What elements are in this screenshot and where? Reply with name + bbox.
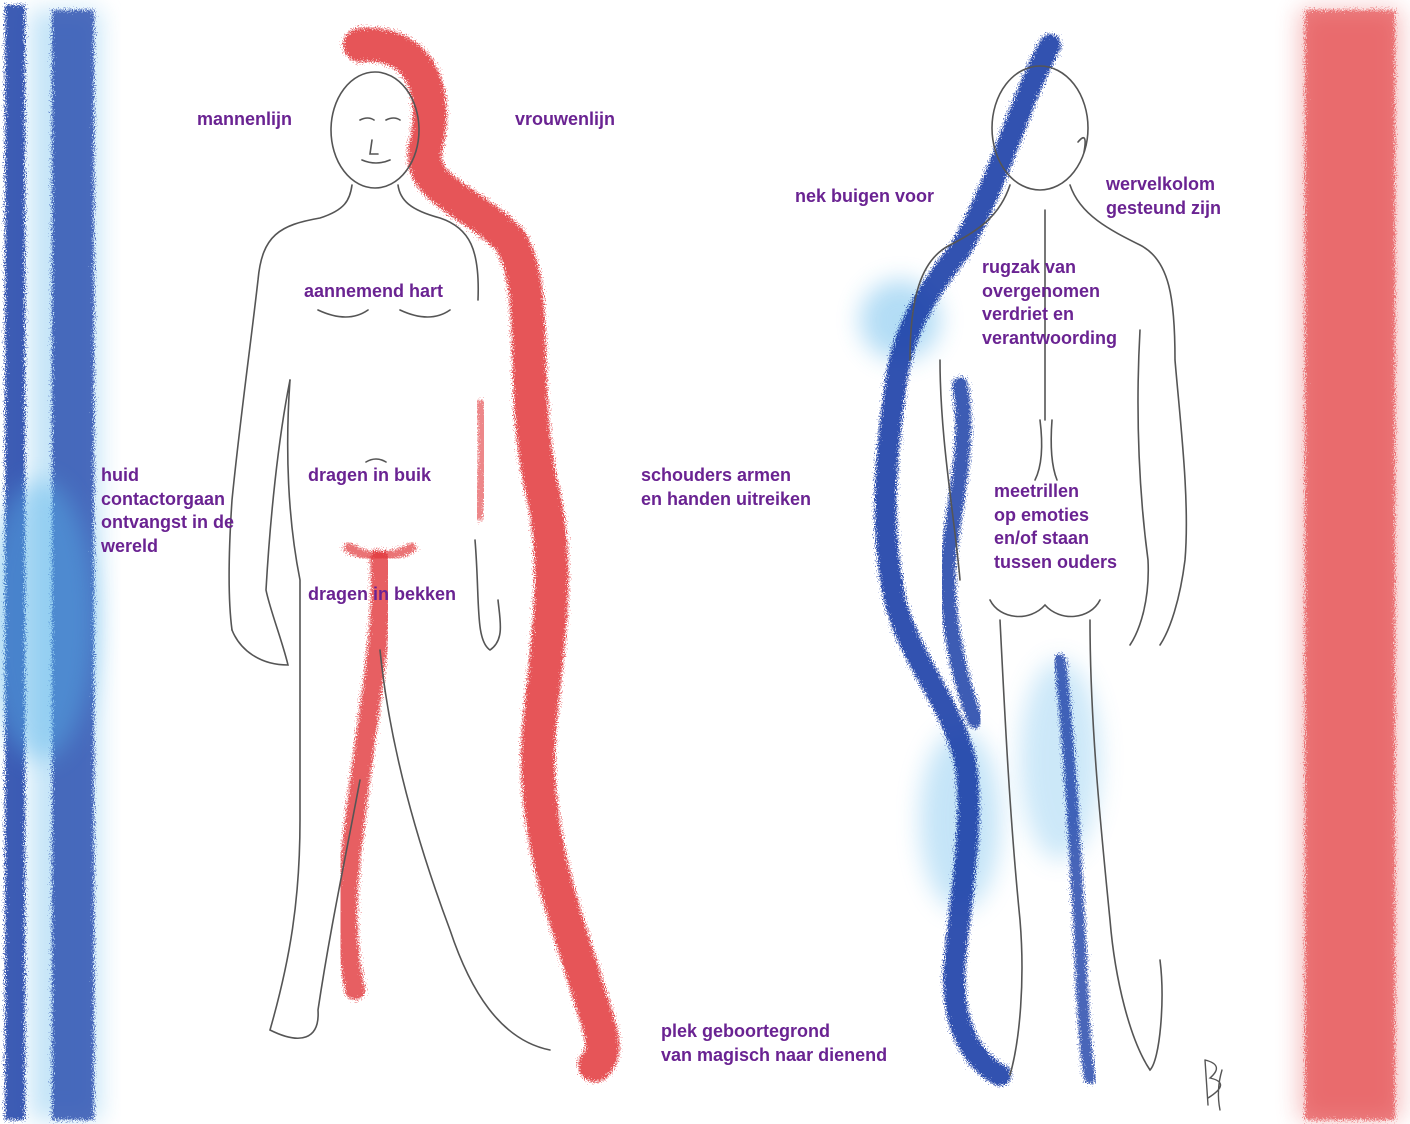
- label-dragen-in-buik: dragen in buik: [308, 464, 431, 488]
- female-line-front: [345, 45, 602, 1065]
- artist-signature-icon: [1205, 1060, 1222, 1110]
- label-meetrillen: meetrillen op emoties en/of staan tussen…: [994, 480, 1117, 574]
- label-huid: huid contactorgaan ontvangst in de werel…: [101, 464, 234, 558]
- label-dragen-in-bekken: dragen in bekken: [308, 583, 456, 607]
- label-schouders: schouders armen en handen uitreiken: [641, 464, 811, 511]
- label-aannemend-hart: aannemend hart: [304, 280, 443, 304]
- label-wervelkolom: wervelkolom gesteund zijn: [1106, 173, 1221, 220]
- label-vrouwenlijn: vrouwenlijn: [515, 108, 615, 132]
- label-nek: nek buigen voor: [795, 185, 934, 209]
- label-plek: plek geboortegrond van magisch naar dien…: [661, 1020, 887, 1067]
- label-mannenlijn: mannenlijn: [197, 108, 292, 132]
- label-rugzak: rugzak van overgenomen verdriet en veran…: [982, 256, 1117, 350]
- left-blue-strip: [0, 5, 100, 1120]
- right-red-strip: [1300, 10, 1400, 1120]
